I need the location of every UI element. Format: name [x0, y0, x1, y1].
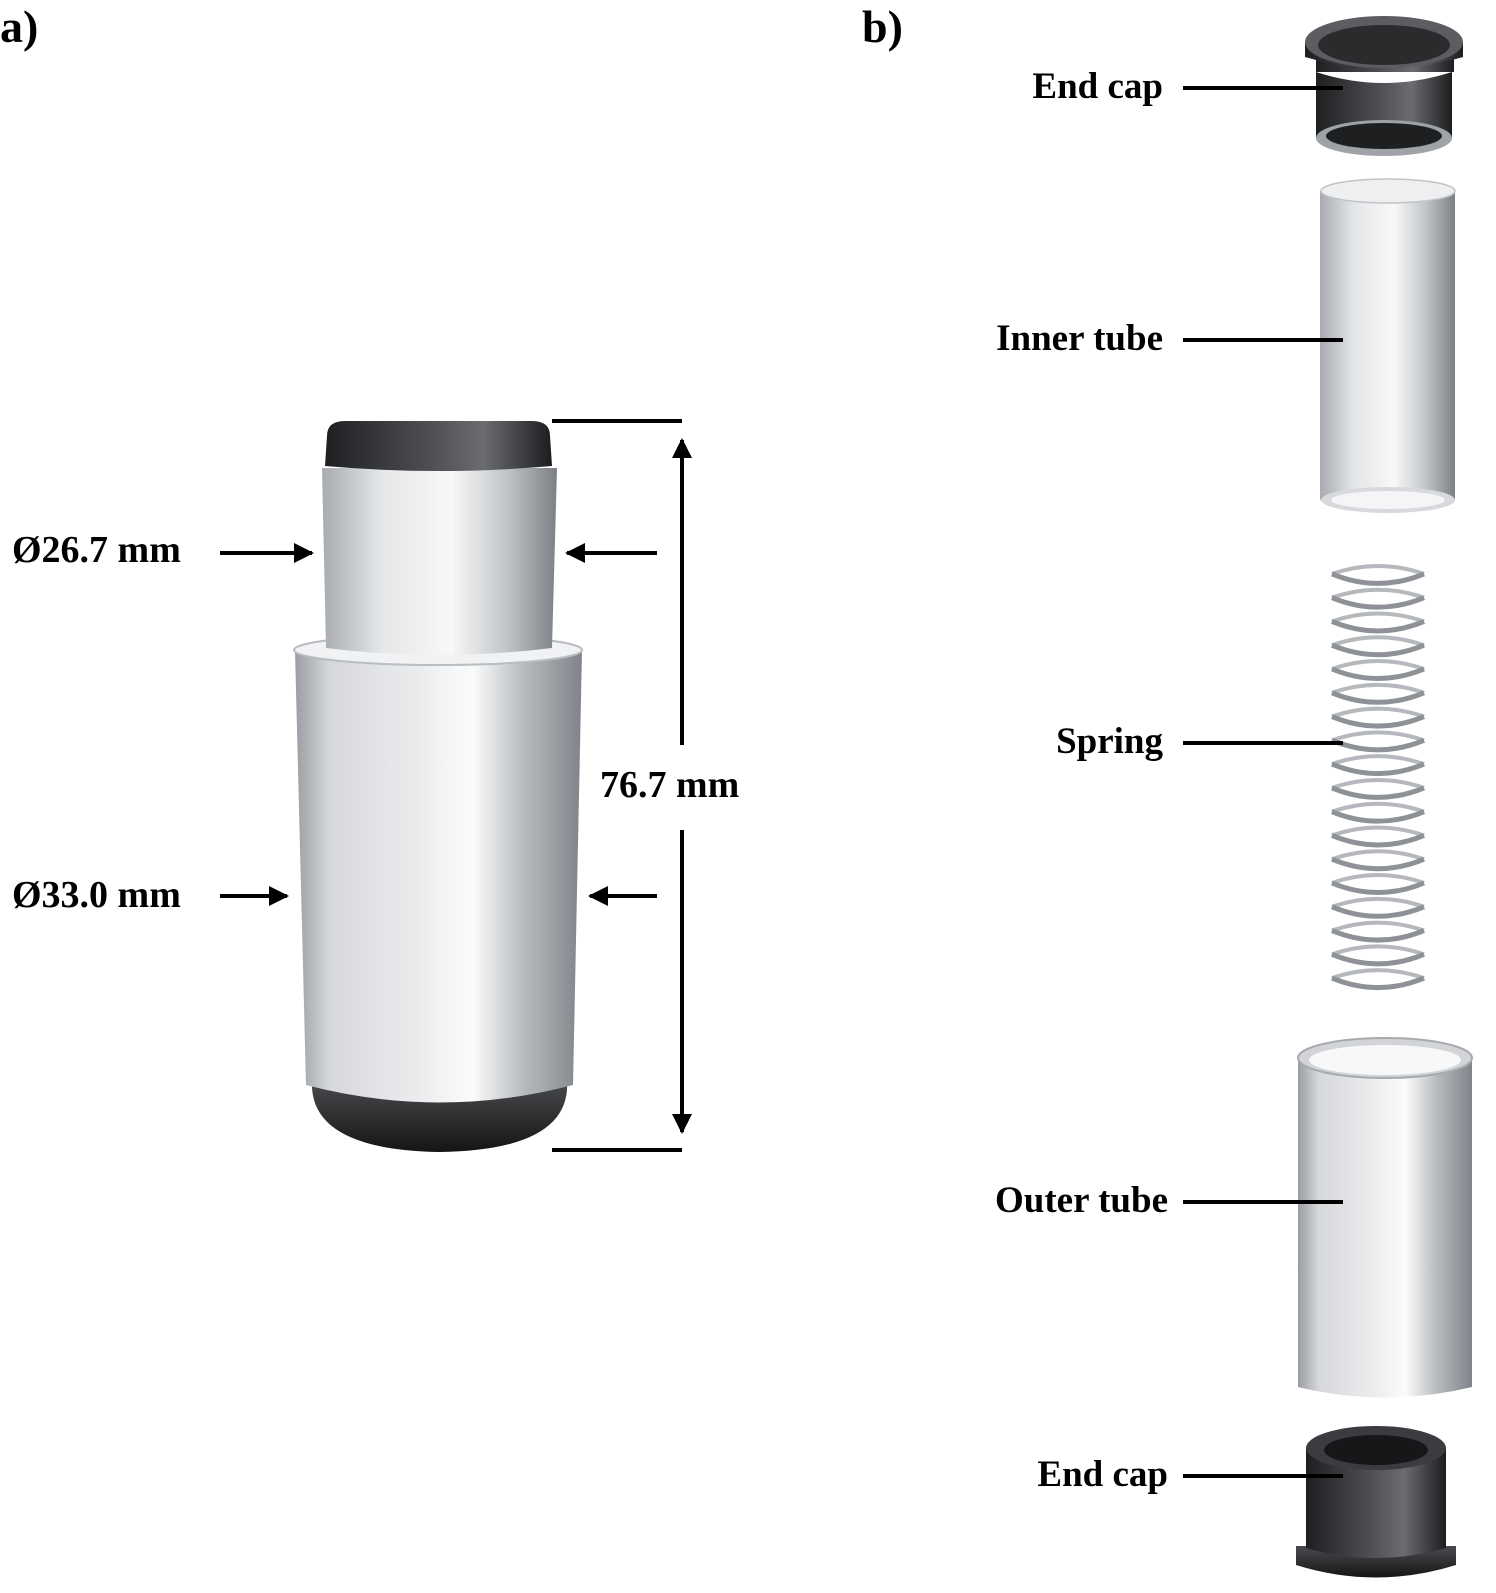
spring-coil-front [1331, 880, 1425, 896]
spring-coil-back [1331, 682, 1425, 695]
spring-coil-front [1331, 690, 1425, 705]
assembled-outer-tube [295, 650, 582, 1103]
spring-coil-front [1331, 928, 1425, 943]
spring-coil-back [1331, 611, 1425, 624]
label-spring: Spring [1056, 721, 1163, 762]
exploded-view [1296, 16, 1473, 1578]
spring-coil-front [1331, 952, 1425, 967]
spring-coil-front [1331, 738, 1425, 753]
spring-coil-back [1331, 896, 1425, 909]
spring-coil-front [1331, 619, 1425, 634]
bottom-end-cap [1296, 1426, 1456, 1578]
label-end-cap-top: End cap [1032, 66, 1163, 107]
spring-coil-back [1331, 563, 1425, 576]
spring-coil-front [1331, 666, 1425, 682]
spring-coil-front [1331, 975, 1425, 991]
spring-coil-back [1331, 754, 1425, 767]
length-label: 76.7 mm [600, 764, 739, 806]
label-outer-tube: Outer tube [995, 1180, 1168, 1221]
spring-coil-back [1331, 777, 1425, 790]
spring-coil-back [1331, 659, 1425, 671]
spring-coil-front [1331, 833, 1425, 848]
spring-coil-front [1331, 761, 1425, 777]
dimension-annotations: 76.7 mm Ø26.7 mm Ø33.0 mm [12, 419, 739, 1152]
spring-coil-back [1331, 944, 1425, 957]
spring-coil-front [1331, 856, 1425, 872]
spring-coil-back [1331, 825, 1425, 838]
inner-diameter-label: Ø26.7 mm [12, 529, 181, 571]
assembled-inner-tube [322, 468, 557, 655]
spring-coil-back [1331, 968, 1425, 981]
spring-coil-front [1331, 904, 1425, 919]
label-end-cap-bottom: End cap [1037, 1454, 1168, 1495]
panel-label-b: b) [862, 1, 903, 52]
spring-coil-front [1331, 785, 1425, 800]
leader-lines [1183, 86, 1343, 1478]
spring-coil-back [1331, 587, 1425, 600]
spring-coil-back [1331, 920, 1425, 933]
spring-coil-front [1331, 571, 1425, 586]
spring-coil-back [1331, 801, 1425, 814]
outer-tube [1297, 1037, 1473, 1398]
spring-coil-front [1331, 642, 1425, 658]
spring-coil-front [1331, 714, 1425, 729]
spring-coil-back [1331, 730, 1425, 743]
assembled-top-cap [325, 421, 552, 471]
assembled-damper [293, 421, 583, 1152]
label-inner-tube: Inner tube [996, 318, 1163, 359]
spring-coil-back [1331, 635, 1425, 648]
panel-label-a: a) [0, 1, 38, 52]
spring-coil-front [1331, 809, 1425, 824]
spring-coil-front [1331, 595, 1425, 610]
spring-coil-back [1331, 873, 1425, 885]
top-end-cap [1305, 16, 1463, 156]
inner-tube [1320, 178, 1456, 513]
spring [1331, 563, 1425, 991]
spring-coil-back [1331, 706, 1425, 719]
spring-coil-back [1331, 849, 1425, 862]
outer-diameter-label: Ø33.0 mm [12, 874, 181, 916]
